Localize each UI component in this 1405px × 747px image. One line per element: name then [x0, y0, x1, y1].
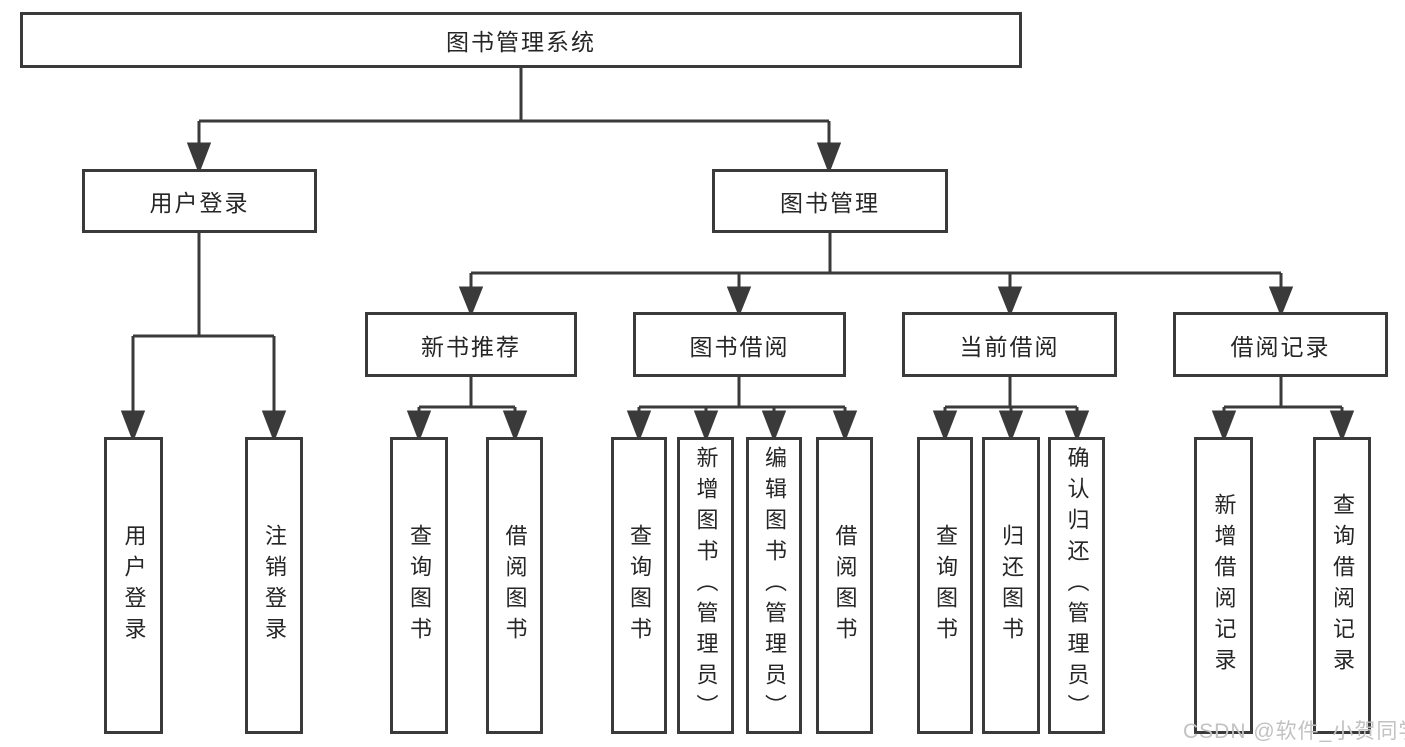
- leaf-query-books-borrow: 查询图书: [611, 437, 667, 734]
- leaf-confirm-return-admin-label: 确认归还（管理员）: [1064, 446, 1090, 725]
- leaf-user-login: 用户登录: [104, 437, 163, 734]
- leaf-borrow-books-label: 借阅图书: [832, 523, 858, 648]
- leaf-borrow-books-recommend-label: 借阅图书: [502, 523, 528, 648]
- node-book-borrow: 图书借阅: [633, 312, 846, 377]
- connector-book-borrow-children: [626, 377, 858, 443]
- watermark: CSDN @软件_小贺同学: [1183, 720, 1405, 743]
- leaf-query-books-current: 查询图书: [917, 437, 973, 734]
- leaf-add-borrow-record-label: 新增借阅记录: [1211, 492, 1237, 679]
- leaf-query-books-borrow-label: 查询图书: [627, 523, 652, 648]
- leaf-query-books-recommend: 查询图书: [390, 437, 448, 734]
- connector-book-management-children: [458, 233, 1294, 318]
- leaf-query-borrow-record-label: 查询借阅记录: [1330, 492, 1355, 679]
- leaf-add-borrow-record: 新增借阅记录: [1194, 437, 1253, 734]
- leaf-borrow-books: 借阅图书: [816, 437, 873, 734]
- leaf-return-books-label: 归还图书: [999, 523, 1024, 648]
- connector-root-to-level2: [186, 68, 842, 175]
- leaf-edit-books-admin: 编辑图书（管理员）: [746, 437, 802, 734]
- leaf-edit-books-admin-label: 编辑图书（管理员）: [762, 446, 787, 725]
- node-borrow-records: 借阅记录: [1173, 312, 1388, 377]
- leaf-query-borrow-record: 查询借阅记录: [1313, 437, 1371, 734]
- leaf-logout: 注销登录: [245, 437, 303, 734]
- leaf-add-books-admin: 新增图书（管理员）: [677, 437, 734, 734]
- leaf-query-books-recommend-label: 查询图书: [407, 523, 432, 648]
- leaf-logout-label: 注销登录: [262, 523, 287, 648]
- connector-borrow-records-children: [1211, 377, 1355, 443]
- node-book-management: 图书管理: [712, 169, 948, 233]
- connector-new-book-recommend-children: [406, 377, 528, 443]
- leaf-add-books-admin-label: 新增图书（管理员）: [693, 446, 719, 725]
- node-new-book-recommend: 新书推荐: [365, 312, 577, 377]
- connector-current-borrow-children: [932, 377, 1090, 443]
- node-library-management-system: 图书管理系统: [20, 12, 1022, 68]
- leaf-query-books-current-label: 查询图书: [933, 523, 958, 648]
- leaf-borrow-books-recommend: 借阅图书: [486, 437, 543, 734]
- leaf-user-login-label: 用户登录: [121, 523, 147, 648]
- connector-user-login-children: [120, 233, 287, 443]
- leaf-confirm-return-admin: 确认归还（管理员）: [1048, 437, 1105, 734]
- leaf-return-books: 归还图书: [982, 437, 1040, 734]
- node-current-borrow: 当前借阅: [902, 312, 1117, 377]
- node-user-login: 用户登录: [82, 169, 317, 233]
